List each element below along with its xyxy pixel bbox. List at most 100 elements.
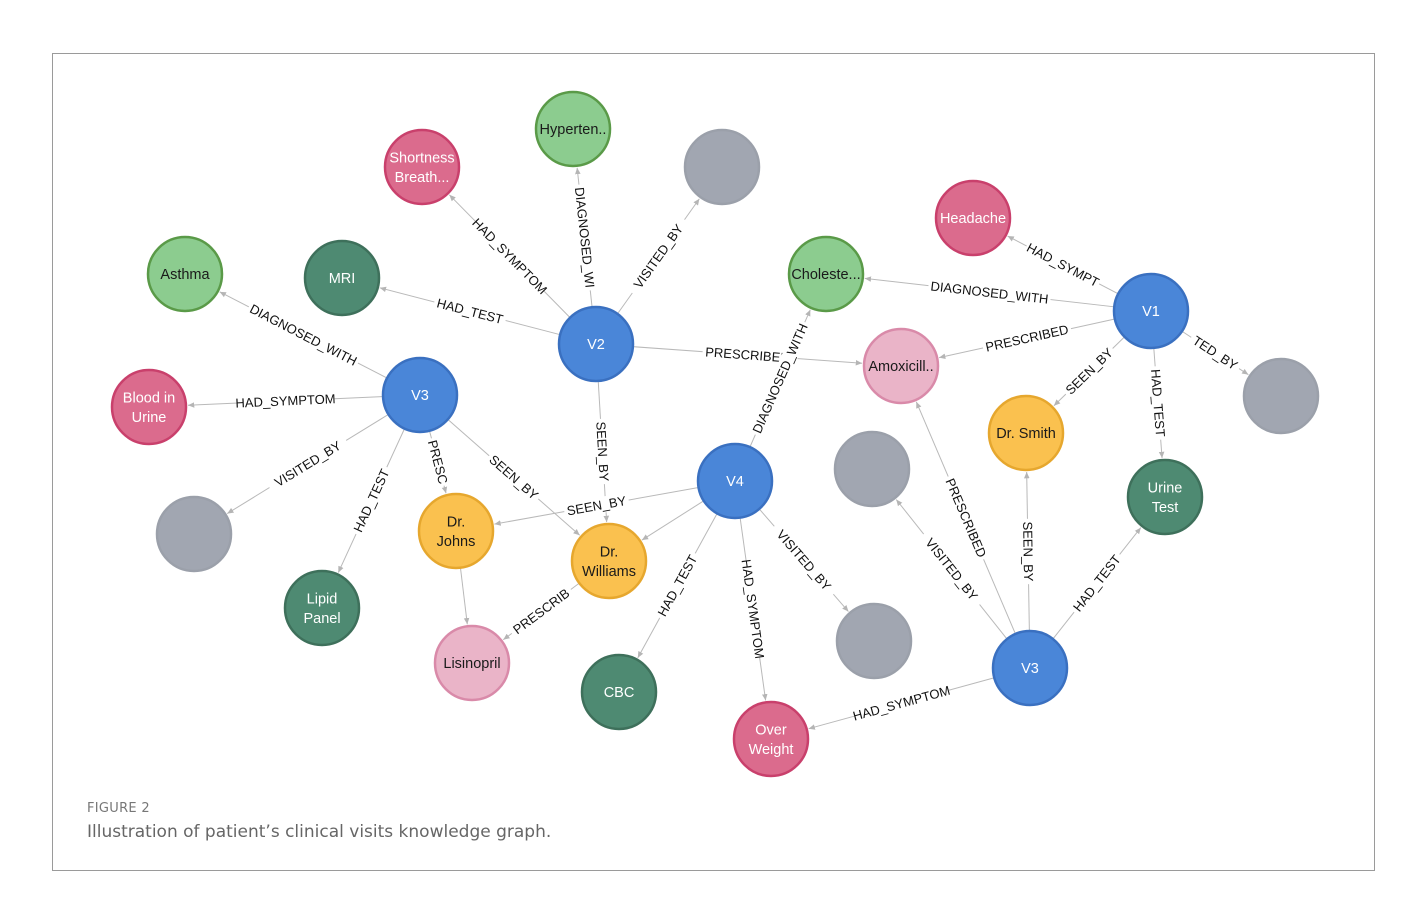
node-circle[interactable] — [991, 629, 1069, 707]
node-doctor[interactable]: Dr.Williams — [570, 522, 648, 600]
node-unlabeled[interactable] — [683, 128, 761, 206]
node-circle[interactable] — [580, 653, 658, 731]
node-unlabeled[interactable] — [833, 430, 911, 508]
node-label: Over — [755, 722, 787, 738]
node-circle[interactable] — [381, 356, 459, 434]
edge-label-group: SEEN_BY — [592, 418, 613, 485]
edge: HAD_SYMPT — [1007, 235, 1119, 295]
edge: HAD_TEST — [1147, 347, 1169, 459]
node-circle[interactable] — [110, 368, 188, 446]
node-circle[interactable] — [1126, 458, 1204, 536]
node-circle[interactable] — [283, 569, 361, 647]
node-visit[interactable]: V3 — [381, 356, 459, 434]
node-circle[interactable] — [683, 128, 761, 206]
edge-label-background — [738, 559, 768, 659]
node-label: Lipid — [307, 591, 338, 607]
node-label: Test — [1152, 500, 1179, 516]
node-diagnosis[interactable]: Asthma — [146, 235, 224, 313]
edge: VISITED_BY — [758, 508, 849, 612]
edge-label: DIAGNOSED_WITH — [930, 278, 1049, 306]
edge-label-background — [483, 449, 544, 505]
node-label: Hyperten.. — [540, 122, 607, 138]
edge-label-group: DIAGNOSED_WITH — [748, 318, 813, 438]
node-circle[interactable] — [417, 492, 495, 570]
node-label: Asthma — [160, 267, 210, 283]
node-visit[interactable]: V3 — [991, 629, 1069, 707]
node-circle[interactable] — [1242, 357, 1320, 435]
edge: PRESCRIBED — [632, 343, 863, 367]
edge-label-background — [1067, 549, 1126, 618]
edge-label-group: HAD_TEST — [348, 463, 395, 538]
node-circle[interactable] — [433, 624, 511, 702]
edge: DIAGNOSED_WITH — [748, 309, 813, 448]
edge-label-group: SEEN_BY — [483, 449, 544, 505]
edge-label-group: PRESCRIBED — [981, 320, 1073, 356]
edge: HAD_TEST — [337, 428, 405, 573]
node-unlabeled[interactable] — [1242, 357, 1320, 435]
node-circle[interactable] — [303, 239, 381, 317]
node-symptom[interactable]: ShortnessBreath... — [383, 128, 461, 206]
node-circle[interactable] — [732, 700, 810, 778]
node-medication[interactable]: Lisinopril — [433, 624, 511, 702]
edge-label-group: HAD_TEST — [1147, 365, 1169, 441]
node-circle[interactable] — [1112, 272, 1190, 350]
edge-label: PRESCRIBED — [942, 476, 989, 560]
edge-label-background — [592, 418, 613, 485]
node-visit[interactable]: V1 — [1112, 272, 1190, 350]
node-medication[interactable]: Amoxicill.. — [862, 327, 940, 405]
node-circle[interactable] — [557, 305, 635, 383]
node-circle[interactable] — [570, 522, 648, 600]
node-circle[interactable] — [934, 179, 1012, 257]
node-test[interactable]: CBC — [580, 653, 658, 731]
node-diagnosis[interactable]: Choleste... — [787, 235, 865, 313]
figure-frame — [52, 53, 1375, 871]
node-circle[interactable] — [787, 235, 865, 313]
node-circle[interactable] — [534, 90, 612, 168]
node-visit[interactable]: V4 — [696, 442, 774, 520]
edge-label-background — [917, 529, 986, 610]
edge-label: SEEN_BY — [1020, 521, 1036, 582]
edge-label: SEEN_BY — [1062, 345, 1116, 398]
node-test[interactable]: MRI — [303, 239, 381, 317]
node-diagnosis[interactable]: Hyperten.. — [534, 90, 612, 168]
figure-label: FIGURE 2 — [87, 801, 150, 816]
node-unlabeled[interactable] — [155, 495, 233, 573]
node-label: V3 — [1021, 661, 1039, 677]
edge — [641, 500, 705, 541]
node-circle[interactable] — [987, 394, 1065, 472]
edge-label-group: PRESCRIBED — [702, 343, 793, 367]
node-circle[interactable] — [146, 235, 224, 313]
node-unlabeled[interactable] — [835, 602, 913, 680]
edge-label: PRESCRIBED — [705, 344, 790, 365]
edge-label-group: DIAGNOSED_WITH — [927, 277, 1052, 308]
edge-label-background — [423, 436, 452, 488]
edge: PRESC — [423, 430, 452, 494]
edge-label-group: VISITED_BY — [768, 521, 840, 600]
node-doctor[interactable]: Dr.Johns — [417, 492, 495, 570]
node-circle[interactable] — [155, 495, 233, 573]
node-circle[interactable] — [696, 442, 774, 520]
edge: VISITED_BY — [895, 499, 1008, 640]
edge-label: DIAGNOSED_WI — [572, 186, 598, 288]
edge-label-background — [981, 320, 1073, 356]
edge-label: HAD_TEST — [1070, 552, 1124, 615]
node-doctor[interactable]: Dr. Smith — [987, 394, 1065, 472]
node-circle[interactable] — [862, 327, 940, 405]
node-symptom[interactable]: Headache — [934, 179, 1012, 257]
edge-label-background — [570, 183, 599, 292]
edge-label: HAD_TEST — [350, 467, 392, 535]
edge-label-background — [1060, 342, 1119, 400]
node-visit[interactable]: V2 — [557, 305, 635, 383]
edge-label: PRESC — [425, 438, 451, 485]
edge-label-background — [469, 215, 550, 297]
node-label: Dr. Smith — [996, 426, 1056, 442]
node-circle[interactable] — [833, 430, 911, 508]
edge-label-background — [768, 521, 840, 600]
node-circle[interactable] — [383, 128, 461, 206]
node-circle[interactable] — [835, 602, 913, 680]
